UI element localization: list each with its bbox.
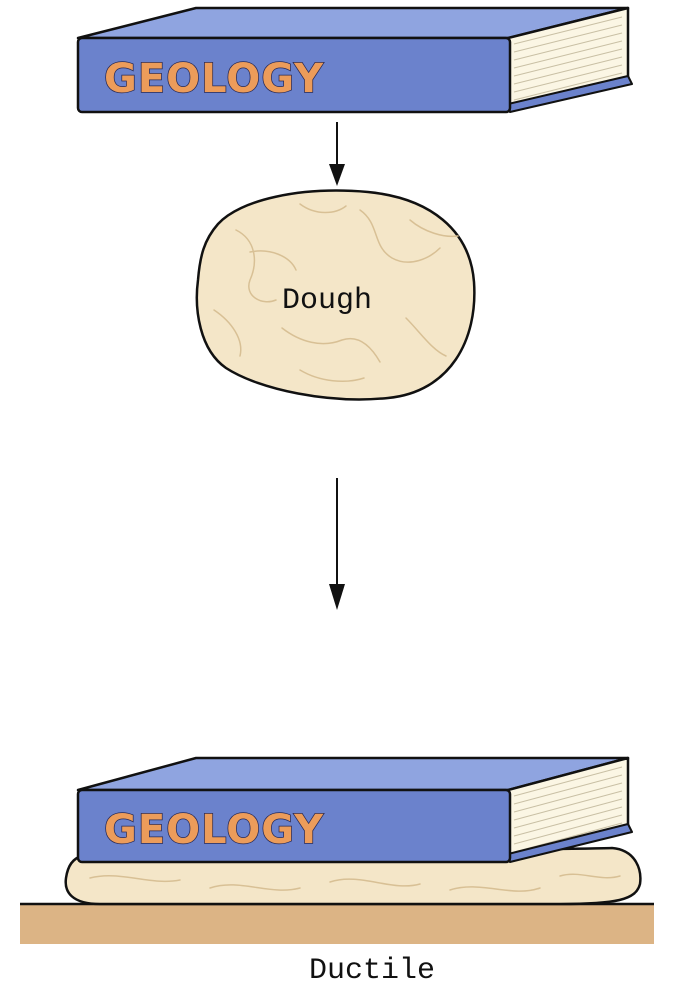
book-bottom: GEOLOGY [78,758,632,862]
arrow-down-2 [329,478,345,610]
ground [20,904,654,944]
arrow-down-1 [329,122,345,186]
book-bottom-title: GEOLOGY [104,807,324,853]
ductile-label: Ductile [309,954,435,986]
book-top-title: GEOLOGY [104,56,324,102]
book-top: GEOLOGY [78,8,632,112]
ground-surface [20,904,654,944]
dough-ball: Dough [197,191,475,400]
dough-label: Dough [282,284,372,318]
